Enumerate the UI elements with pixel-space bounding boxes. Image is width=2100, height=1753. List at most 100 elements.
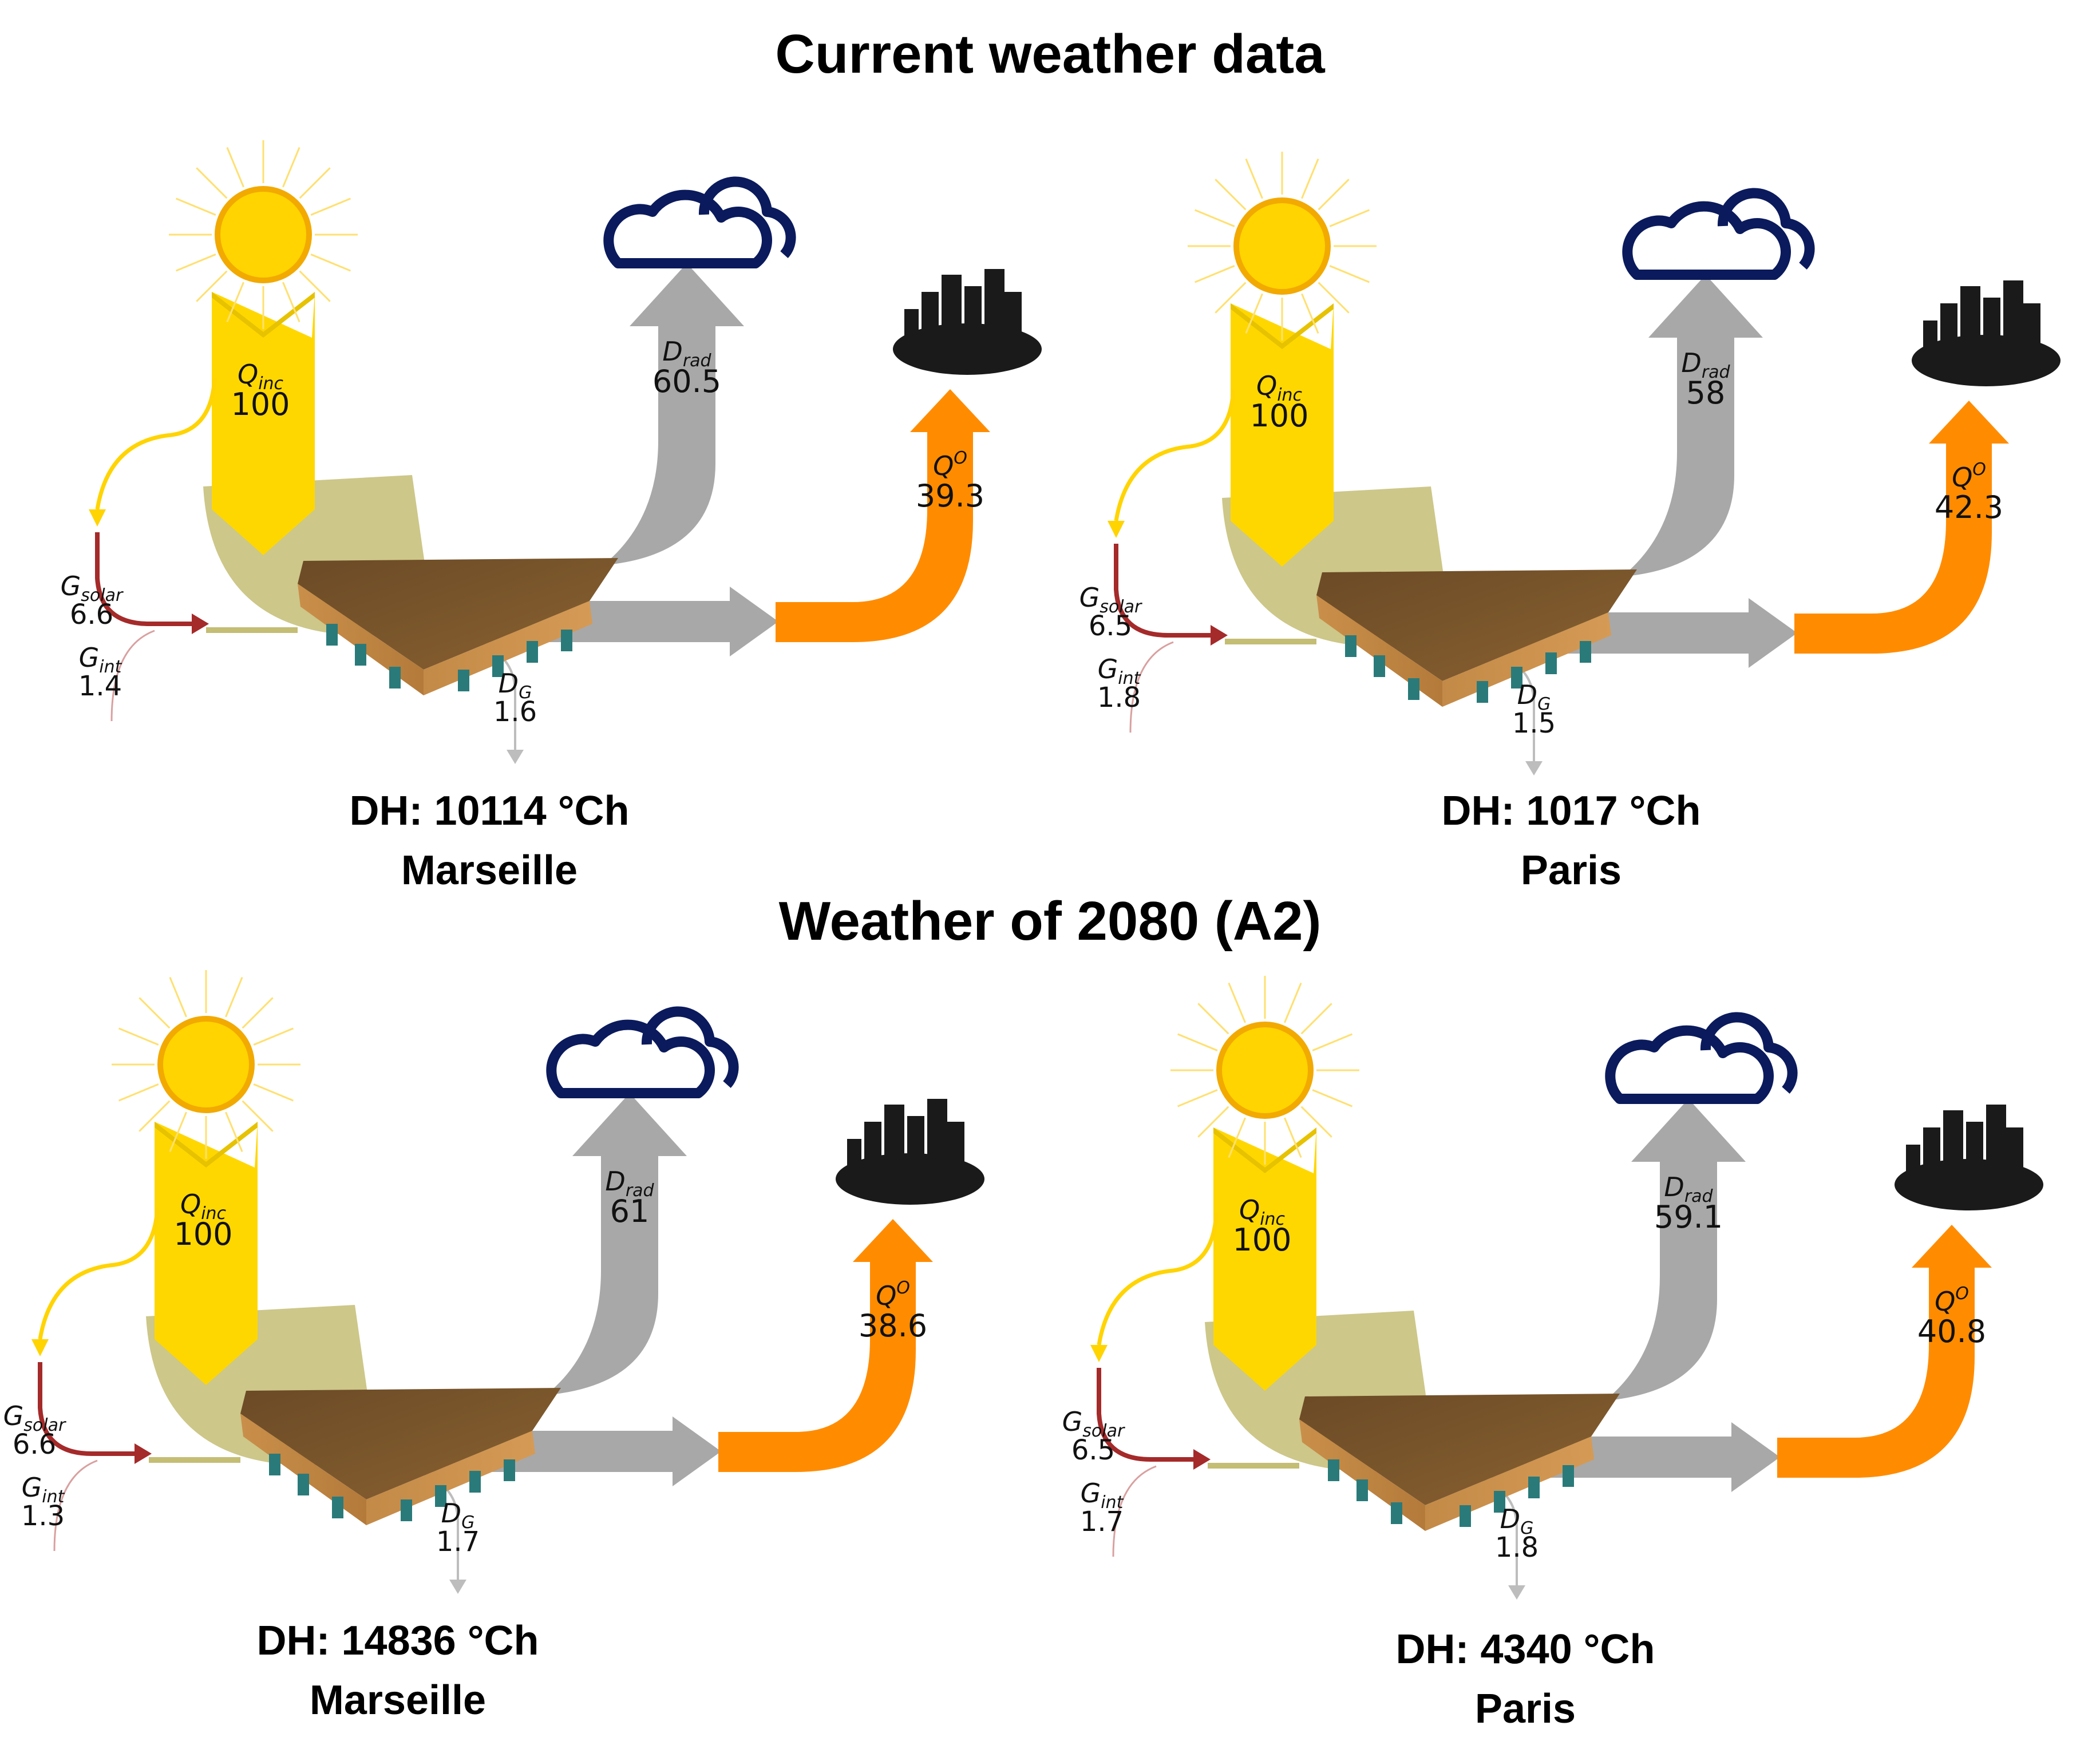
ground-arrowhead [1508, 1585, 1525, 1600]
g-solar-value: 6.6 [70, 599, 113, 631]
city-building [1004, 292, 1022, 349]
window [469, 1471, 481, 1493]
section-heading-current: Current weather data [775, 23, 1325, 85]
solar-branch-arrowhead [1090, 1345, 1108, 1362]
sun-ray [253, 1027, 294, 1046]
ground-arrowhead [1525, 761, 1543, 775]
sun-ray [282, 282, 300, 323]
degree-hours-label: DH: 14836 °Ch [256, 1618, 539, 1664]
window [458, 670, 469, 691]
city-building [2003, 280, 2023, 361]
ground-arrowhead [449, 1580, 466, 1594]
reflected-arrowhead [1648, 275, 1763, 338]
window [504, 1459, 515, 1481]
city-label: Marseille [401, 848, 578, 893]
sun-ray [1245, 293, 1263, 334]
q-inc-symbol: Qinc [1256, 370, 1303, 405]
sun-ray [282, 147, 300, 188]
window [1460, 1505, 1471, 1527]
sun-icon [1188, 152, 1377, 341]
reflected-arrowhead [1631, 1099, 1746, 1162]
window [1345, 635, 1357, 657]
city-building [2023, 303, 2040, 361]
solar-gain-arrowhead [1211, 625, 1228, 646]
sun-ray [310, 197, 351, 216]
sun-ray [118, 1027, 159, 1046]
incident-flow [155, 1122, 258, 1385]
cloud-front [1622, 201, 1791, 280]
city-building [1943, 1110, 1963, 1185]
g-solar-symbol: Gsolar [3, 1400, 66, 1435]
solar-gain-arrowhead [192, 614, 209, 634]
degree-hours-label: DH: 1017 °Ch [1441, 788, 1701, 834]
caption-4: DH: 4340 °Ch Paris [1296, 1620, 1754, 1739]
q-inc-value: 100 [1232, 1222, 1291, 1258]
sun-ray [226, 147, 244, 188]
sun-ray [225, 976, 243, 1018]
sun-disc [157, 1016, 255, 1113]
sun-ray [1245, 158, 1263, 199]
city-building [2006, 1127, 2023, 1185]
sun-ray [1318, 179, 1350, 211]
sun-ray [196, 167, 228, 199]
city-label: Paris [1520, 848, 1622, 893]
city-building [884, 1105, 904, 1179]
solar-gain-arrowhead [135, 1443, 152, 1464]
g-solar-value: 6.5 [1089, 610, 1132, 642]
q-o-symbol: QO [933, 448, 967, 481]
window [355, 644, 366, 666]
solar-gain-flow [38, 1362, 137, 1456]
d-g-symbol: DG [441, 1498, 475, 1533]
q-inc-value: 100 [231, 386, 290, 422]
internal-gain-flow [53, 1459, 98, 1552]
city-icon [836, 1099, 984, 1205]
sun-ray [1329, 209, 1370, 227]
sun-disc [1233, 197, 1331, 295]
window [1580, 641, 1591, 663]
window [1357, 1479, 1368, 1501]
sun-ray [175, 197, 216, 216]
d-g-value: 1.5 [1512, 707, 1556, 739]
sun-ray [139, 997, 171, 1029]
cloud-icon [1605, 1012, 1798, 1104]
sun-ray [225, 1111, 243, 1153]
incident-flow [1213, 1127, 1316, 1391]
absorbed-flow-thin [149, 1457, 240, 1463]
outgoing-arrowhead [1912, 1225, 1992, 1268]
window [1391, 1502, 1402, 1524]
cloud-front [546, 1019, 715, 1098]
sun-ray [242, 997, 274, 1029]
g-solar-symbol: Gsolar [1062, 1406, 1125, 1441]
outgoing-flow [1777, 1265, 1975, 1478]
sun-icon [112, 970, 300, 1159]
window [1494, 1491, 1505, 1513]
q-o-value: 40.8 [1917, 1313, 1986, 1350]
q-o-value: 38.6 [859, 1308, 927, 1344]
q-inc-symbol: Qinc [238, 359, 284, 394]
city-building [922, 292, 939, 349]
q-inc-symbol: Qinc [1239, 1194, 1286, 1229]
window [1328, 1459, 1339, 1481]
outgoing-flow [776, 429, 973, 642]
window [561, 630, 572, 651]
d-g-symbol: DG [1500, 1503, 1534, 1538]
city-icon [1895, 1105, 2043, 1210]
caption-3: DH: 14836 °Ch Marseille [169, 1611, 627, 1730]
absorbed-flow-thin [1208, 1463, 1299, 1469]
q-o-value: 42.3 [1935, 489, 2003, 525]
city-building [1986, 1105, 2006, 1185]
d-rad-symbol: Drad [1664, 1172, 1713, 1206]
sun-ray [1228, 1117, 1246, 1158]
sun-disc [1216, 1022, 1314, 1119]
window [527, 641, 538, 663]
g-solar-symbol: Gsolar [61, 571, 124, 606]
internal-gain-flow [1129, 641, 1174, 733]
sun-ray [242, 1100, 274, 1132]
sun-ray [1194, 209, 1235, 227]
outgoing-flow [718, 1259, 916, 1472]
internal-gain-flow [110, 630, 155, 722]
city-building [907, 1116, 924, 1179]
